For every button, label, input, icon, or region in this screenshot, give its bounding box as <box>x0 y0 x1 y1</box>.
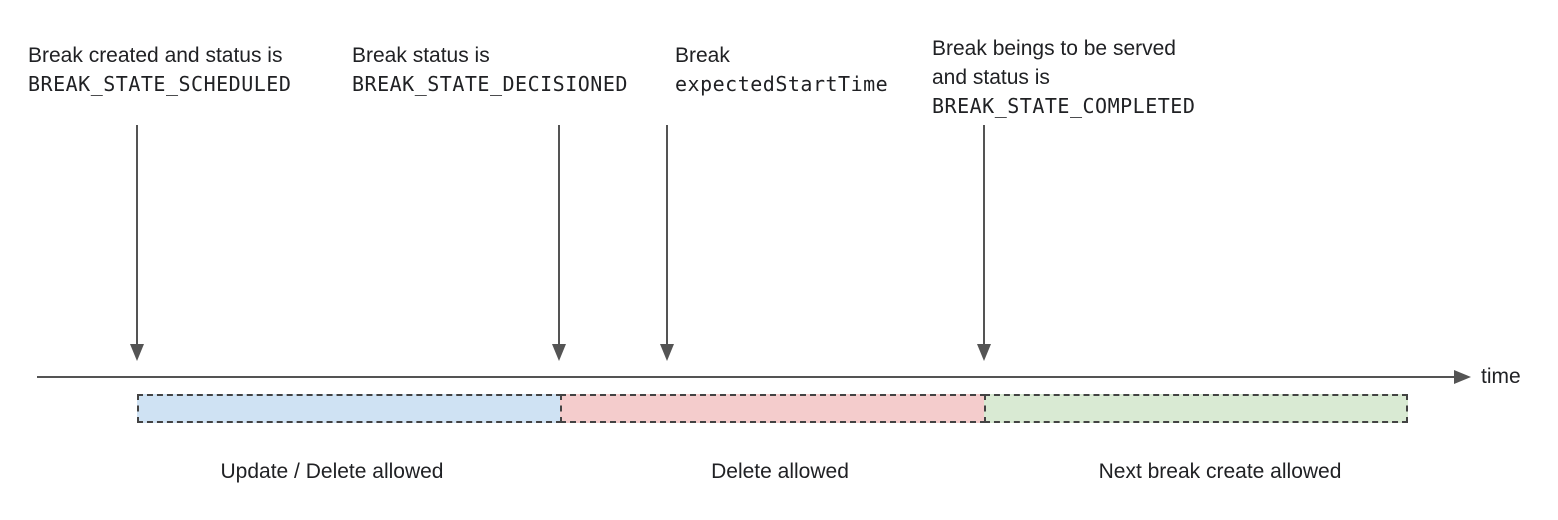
down-arrow-expected-start-time <box>659 125 675 361</box>
arrow-line <box>136 125 138 346</box>
annotation-text: Break status is <box>352 44 490 67</box>
arrowhead-right-icon <box>1454 370 1471 384</box>
segment-label-delete-allowed: Delete allowed <box>711 460 849 483</box>
down-arrow-completed <box>976 125 992 361</box>
arrowhead-down-icon <box>552 344 566 361</box>
time-axis-label: time <box>1481 365 1521 388</box>
down-arrow-scheduled <box>129 125 145 361</box>
segment-next-break-create-allowed <box>984 394 1408 423</box>
annotation-code-text: BREAK_STATE_DECISIONED <box>352 72 628 96</box>
arrowhead-down-icon <box>977 344 991 361</box>
segment-label-next-break-create-allowed: Next break create allowed <box>1098 460 1342 483</box>
annotation-code-text: BREAK_STATE_SCHEDULED <box>28 72 292 96</box>
annotation-text: Break created and status is <box>28 44 283 67</box>
annotation-break-decisioned: Break status is BREAK_STATE_DECISIONED <box>352 41 628 99</box>
arrow-line <box>558 125 560 346</box>
annotation-code-text: BREAK_STATE_COMPLETED <box>932 94 1196 118</box>
segment-delete-allowed <box>560 394 986 423</box>
down-arrow-decisioned <box>551 125 567 361</box>
annotation-text: Break beings to be served <box>932 37 1176 60</box>
segment-update-delete-allowed <box>137 394 562 423</box>
arrowhead-down-icon <box>660 344 674 361</box>
arrow-line <box>666 125 668 346</box>
annotation-expected-start-time: Break expectedStartTime <box>675 41 888 99</box>
time-axis-line <box>37 376 1455 378</box>
annotation-code-text: expectedStartTime <box>675 72 889 96</box>
arrowhead-down-icon <box>130 344 144 361</box>
annotation-break-scheduled: Break created and status is BREAK_STATE_… <box>28 41 291 99</box>
segment-label-update-delete-allowed: Update / Delete allowed <box>220 460 444 483</box>
annotation-text: Break <box>675 44 730 67</box>
annotation-break-completed: Break beings to be served and status is … <box>932 34 1195 121</box>
annotation-text: and status is <box>932 66 1050 89</box>
arrow-line <box>983 125 985 346</box>
